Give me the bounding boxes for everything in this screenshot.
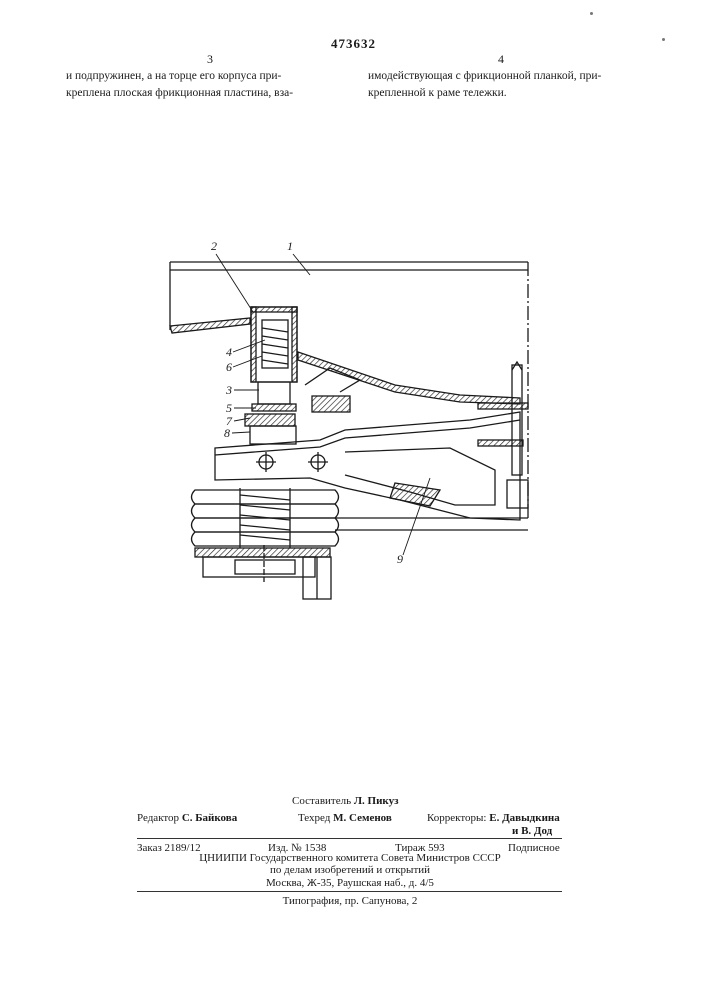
techred-credit: Техред М. Семенов xyxy=(298,812,392,825)
figure-label-8: 8 xyxy=(224,426,230,440)
figure-label-6: 6 xyxy=(226,360,232,374)
scan-speck xyxy=(662,38,665,41)
printer-line: Типография, пр. Сапунова, 2 xyxy=(130,895,570,908)
organization-line-2: по делам изобретений и открытий xyxy=(130,864,570,877)
figure-label-9: 9 xyxy=(397,552,403,566)
inner-spring xyxy=(262,328,288,364)
figure-label-1: 1 xyxy=(287,239,293,253)
scan-speck xyxy=(590,12,593,15)
frame-slope xyxy=(170,318,250,333)
address-line: Москва, Ж-35, Раушская наб., д. 4/5 xyxy=(130,877,570,890)
divider-line xyxy=(137,838,562,839)
figure-label-4: 4 xyxy=(226,345,232,359)
spring-set xyxy=(192,488,339,548)
damper-housing xyxy=(251,307,297,382)
figure-label-2: 2 xyxy=(211,239,217,253)
correctors-credit: Корректоры: Е. Давыдкина xyxy=(427,812,560,825)
spring-seat xyxy=(195,548,330,557)
figure-label-5: 5 xyxy=(226,401,232,415)
figure-label-3: 3 xyxy=(225,383,232,397)
corrector-second: и В. Дод xyxy=(512,825,552,838)
damper-rod xyxy=(258,382,290,404)
divider-line-bottom xyxy=(137,891,562,892)
editor-credit: Редактор С. Байкова xyxy=(137,812,237,825)
compiler-credit: Составитель Л. Пикуз xyxy=(292,795,399,808)
friction-plate xyxy=(252,404,296,411)
